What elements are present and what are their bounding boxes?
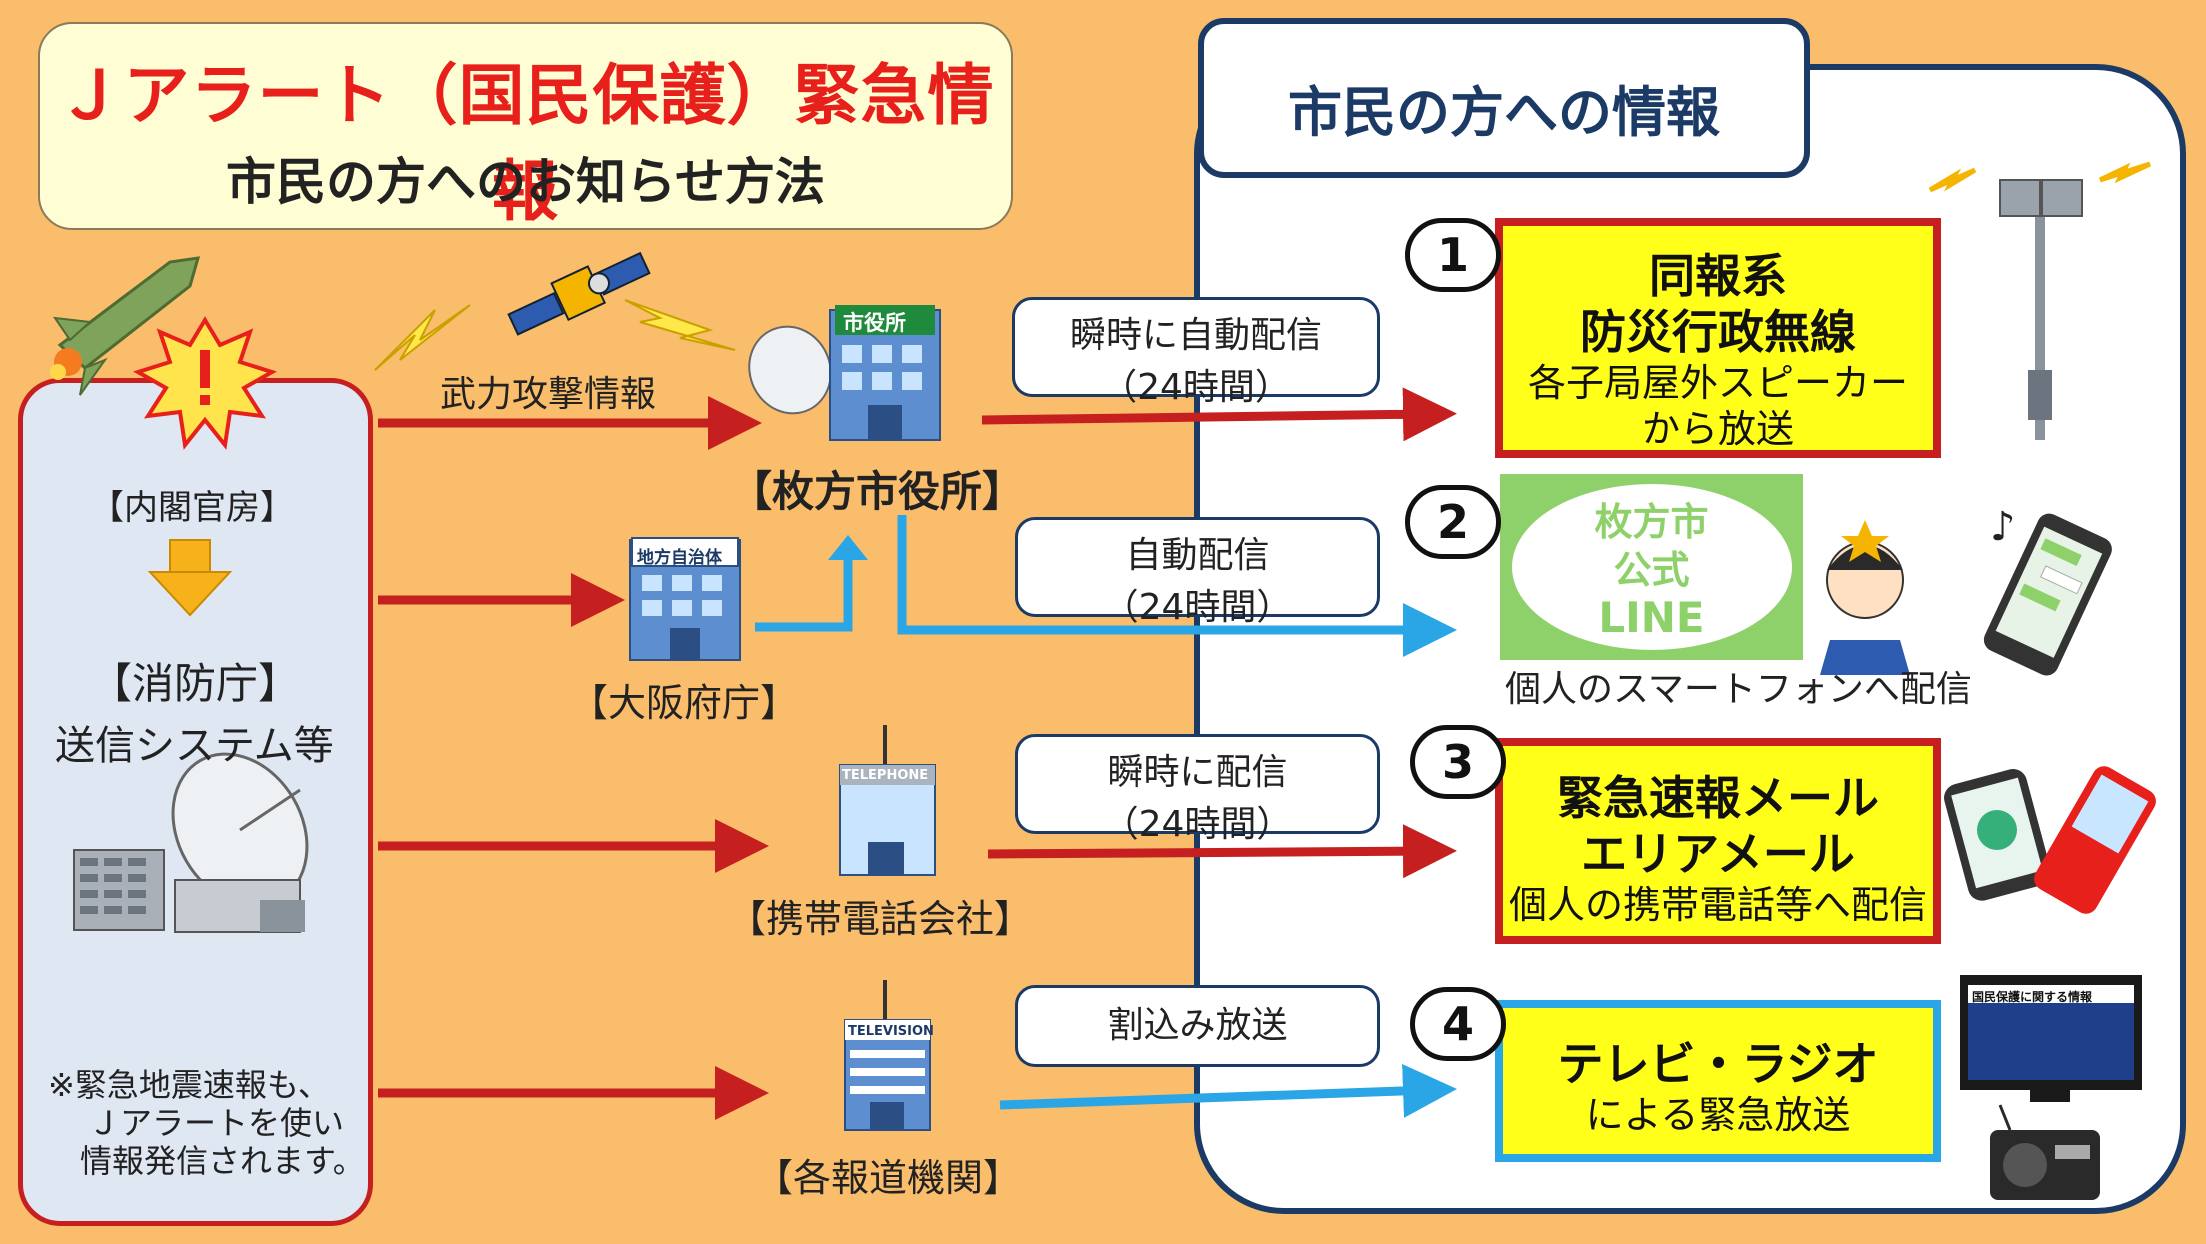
page-title: Ｊアラート（国民保護）緊急情報 — [56, 57, 995, 230]
line-logo-line-1: 枚方市 — [1594, 500, 1709, 544]
system-label: 送信システム等 — [55, 723, 334, 769]
radio-icon — [1990, 1104, 2100, 1200]
bubble-2-line-1: 自動配信 — [1125, 535, 1270, 576]
item-1-box: 同報系 防災行政無線 各子局屋外スピーカー から放送 — [1495, 218, 1941, 458]
citizen-info-header-box — [1198, 18, 1810, 178]
bubble-2-line-2: （24時間） — [1102, 587, 1293, 628]
item-1-desc-1: 各子局屋外スピーカー — [1527, 361, 1908, 405]
item-3-title-2: エリアメール — [1581, 827, 1855, 881]
satellite-icon — [507, 251, 651, 336]
bubble-1-line-1: 瞬時に自動配信 — [1069, 315, 1322, 356]
bubble-instant: 瞬時に配信 （24時間） — [1015, 734, 1380, 845]
mobile-phones-icon — [1944, 766, 2156, 914]
page-subtitle: 市民の方へのお知らせ方法 — [226, 153, 825, 211]
title-box — [38, 22, 1013, 230]
item-3-desc-1: 個人の携帯電話等へ配信 — [1508, 883, 1927, 927]
down-arrow-icon — [147, 539, 233, 617]
telephone-sign: TELEPHONE — [842, 768, 929, 783]
lightning-icon — [374, 299, 736, 371]
bubble-3-line-1: 瞬時に配信 — [1107, 752, 1288, 793]
city-hall-building-icon — [748, 305, 941, 441]
item-1-title-1: 同報系 — [1649, 249, 1787, 303]
city-hall-sign: 市役所 — [843, 311, 906, 335]
note-line-3: 情報発信されます。 — [80, 1142, 365, 1180]
line-logo-text: 枚方市 公式 LINE — [1500, 498, 1803, 642]
osaka-label: 【大阪府庁】 — [570, 681, 799, 725]
prefecture-sign: 地方自治体 — [637, 548, 722, 568]
smartphone-icon — [1983, 513, 2112, 676]
item-3-number: 3 — [1410, 725, 1506, 799]
missile-icon — [50, 256, 201, 396]
mobile-carrier-label: 【携帯電話会社】 — [728, 897, 1033, 941]
item-1-desc-2: から放送 — [1641, 407, 1794, 451]
satellite-dish-icon — [73, 752, 309, 933]
item-3-title-1: 緊急速報メール — [1557, 771, 1879, 825]
mascot-character-icon — [1820, 520, 1910, 675]
item-4-title-1: テレビ・ラジオ — [1557, 1037, 1879, 1091]
television-sign: TELEVISION — [848, 1024, 934, 1039]
citizen-info-header: 市民の方への情報 — [1288, 81, 1720, 144]
item-4-box: テレビ・ラジオ による緊急放送 — [1495, 1000, 1941, 1162]
bubble-4-line-1: 割込み放送 — [1107, 1005, 1288, 1046]
line-logo-line-3: LINE — [1598, 593, 1705, 642]
media-label: 【各報道機関】 — [755, 1156, 1022, 1200]
item-2-desc: 個人のスマートフォンへ配信 — [1505, 669, 1972, 710]
bubble-1-line-2: （24時間） — [1101, 367, 1291, 408]
attack-info-label: 武力攻撃情報 — [440, 374, 657, 415]
line-logo-line-2: 公式 — [1613, 548, 1690, 592]
telephone-building-icon — [839, 725, 936, 876]
note-line-2: Ｊアラートを使い — [88, 1104, 345, 1142]
item-3-box: 緊急速報メール エリアメール 個人の携帯電話等へ配信 — [1495, 738, 1941, 944]
cabinet-label: 【内閣官房】 — [90, 488, 294, 528]
music-note-icon: ♪ — [1990, 504, 2016, 550]
fdma-label: 【消防庁】 — [90, 659, 301, 708]
line-logo-icon — [1500, 474, 1803, 660]
bubble-auto: 自動配信 （24時間） — [1015, 517, 1380, 628]
bubble-3-line-2: （24時間） — [1102, 804, 1293, 845]
television-building-icon — [844, 980, 931, 1131]
item-4-number: 4 — [1410, 987, 1506, 1061]
item-4-desc-1: による緊急放送 — [1585, 1093, 1851, 1137]
bubble-interrupt: 割込み放送 — [1015, 985, 1380, 1067]
television-icon — [1960, 975, 2142, 1102]
item-1-title-2: 防災行政無線 — [1580, 305, 1856, 359]
city-hall-label: 【枚方市役所】 — [730, 467, 1025, 516]
warning-burst-icon — [133, 316, 277, 450]
tv-screen-title: 国民保護に関する情報 — [1972, 990, 2093, 1004]
item-2-number: 2 — [1405, 485, 1501, 559]
item-1-number: 1 — [1405, 218, 1501, 292]
bubble-instant-auto: 瞬時に自動配信 （24時間） — [1012, 297, 1380, 408]
prefecture-building-icon — [629, 537, 741, 661]
note-line-1: ※緊急地震速報も、 — [48, 1066, 330, 1104]
speaker-pole-icon — [1928, 161, 2152, 440]
